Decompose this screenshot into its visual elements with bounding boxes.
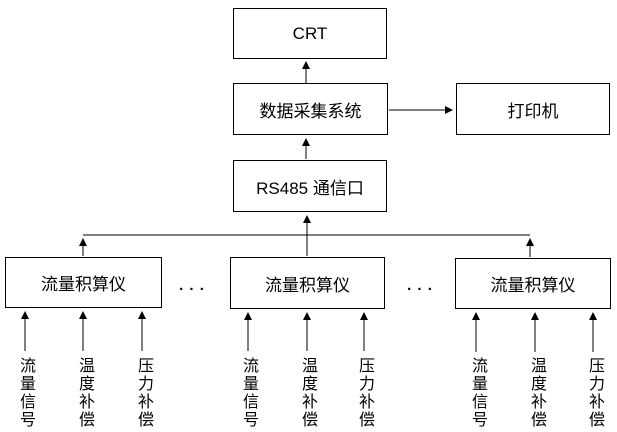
input-label-g3-flow-signal: 流量信号 bbox=[469, 357, 486, 429]
input-label-g1-pressure-compensation: 压力补偿 bbox=[135, 357, 152, 429]
node-flow-totalizer-2: 流量积算仪 bbox=[230, 257, 385, 309]
input-label-g2-temp-compensation: 温度补偿 bbox=[299, 357, 316, 429]
node-printer: 打印机 bbox=[456, 83, 610, 135]
node-flow-totalizer-3: 流量积算仪 bbox=[455, 258, 611, 309]
input-label-g1-flow-signal: 流量信号 bbox=[17, 357, 34, 429]
node-flow-totalizer-1: 流量积算仪 bbox=[5, 257, 162, 308]
node-rs485-port: RS485 通信口 bbox=[233, 160, 387, 212]
ellipsis-left: . . . bbox=[179, 277, 205, 294]
input-label-g3-temp-compensation: 温度补偿 bbox=[528, 357, 545, 429]
node-crt: CRT bbox=[233, 8, 387, 59]
ellipsis-right: . . . bbox=[407, 277, 433, 294]
input-label-g3-pressure-compensation: 压力补偿 bbox=[586, 357, 603, 429]
input-label-g1-temp-compensation: 温度补偿 bbox=[76, 357, 93, 429]
node-data-acquisition-system: 数据采集系统 bbox=[233, 83, 388, 135]
input-label-g2-pressure-compensation: 压力补偿 bbox=[356, 357, 373, 429]
input-label-g2-flow-signal: 流量信号 bbox=[240, 357, 257, 429]
